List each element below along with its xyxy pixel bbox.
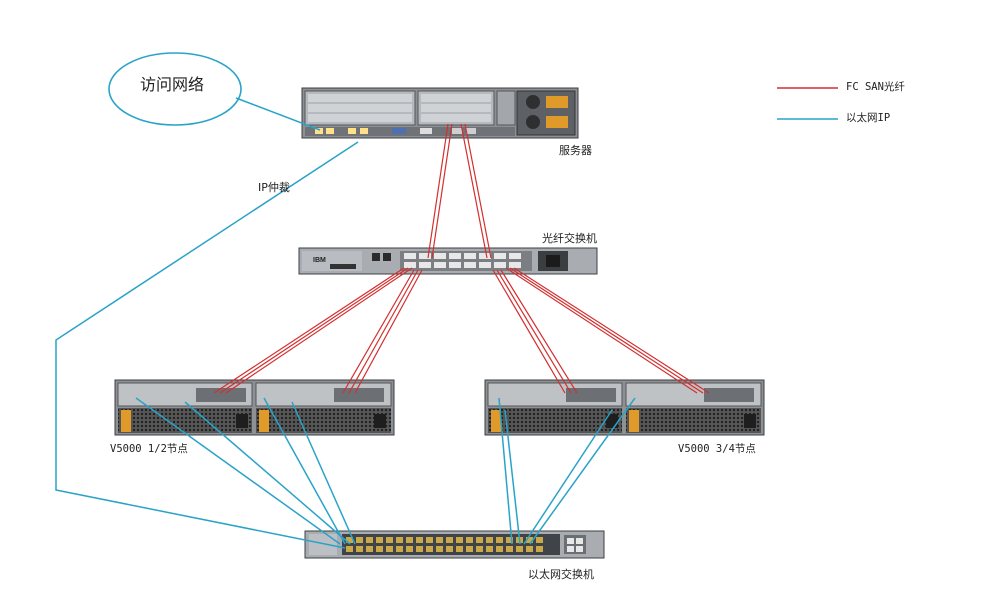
fc-link-server-1 — [427, 123, 449, 259]
fc-link-d3 — [513, 267, 710, 394]
v5000-enclosure-12 — [114, 379, 395, 436]
access-network-cloud — [108, 52, 242, 126]
legend — [777, 87, 838, 120]
access-network-label: 访问网络 — [140, 75, 205, 94]
eth-link-node6 — [504, 409, 521, 545]
fc-link-server-3 — [460, 123, 488, 259]
ethernet-switch-device — [304, 530, 605, 559]
eth-link-node7 — [523, 409, 613, 545]
fc-link-a3 — [225, 267, 413, 394]
fc-link-c3 — [500, 269, 578, 394]
eth-link-node3 — [263, 397, 346, 545]
ethernet-links — [55, 97, 636, 549]
eth-link-node1 — [135, 397, 341, 545]
eth-link-node4 — [291, 401, 356, 545]
eth-switch-label: 以太网交换机 — [528, 568, 594, 581]
v5000-enclosure-34 — [484, 379, 765, 436]
fc-link-server-4 — [464, 123, 492, 259]
fc-link-d1 — [505, 267, 698, 394]
v5000-nodes-34-label: V5000 3/4节点 — [678, 443, 756, 455]
switch-brand-logo: IBM — [313, 257, 326, 264]
fc-link-d2 — [509, 267, 704, 394]
server-label: 服务器 — [559, 144, 592, 157]
fc-link-a1 — [213, 267, 405, 394]
ip-arbitration-label: IP仲裁 — [258, 181, 290, 194]
legend-eth-label: 以太网IP — [846, 112, 891, 124]
fc-link-c2 — [496, 269, 572, 394]
fc-link-b3 — [354, 269, 423, 394]
eth-link-ip-arbitration — [55, 141, 359, 549]
fc-link-b2 — [348, 269, 419, 394]
eth-link-node5 — [498, 397, 513, 545]
fc-switch-device: IBM — [298, 247, 598, 275]
fc-link-b1 — [342, 269, 415, 394]
legend-fc-label: FC SAN光纤 — [846, 81, 905, 93]
fc-link-a2 — [219, 267, 409, 394]
server-device — [301, 87, 579, 139]
fc-switch-label: 光纤交换机 — [542, 232, 597, 245]
eth-link-node2 — [184, 401, 351, 545]
eth-link-node8 — [529, 397, 636, 545]
fc-link-c1 — [492, 269, 566, 394]
fc-link-server-2 — [431, 123, 453, 259]
eth-link-cloud-server — [235, 97, 321, 131]
v5000-nodes-12-label: V5000 1/2节点 — [110, 443, 188, 455]
fc-links — [213, 123, 710, 394]
